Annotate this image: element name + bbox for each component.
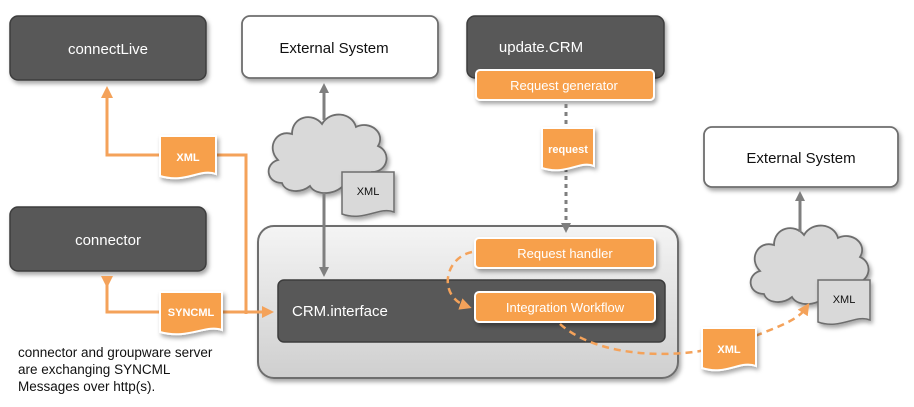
connector-label: connector bbox=[75, 232, 141, 249]
xml-document-cloud-top: XML bbox=[341, 171, 395, 217]
syncml-document: SYNCML bbox=[159, 291, 223, 336]
syncml-note: connector and groupware server are excha… bbox=[18, 345, 213, 394]
request-document: request bbox=[541, 127, 595, 172]
integration-workflow-box: Integration Workflow bbox=[474, 291, 656, 323]
external-system-right-label: External System bbox=[746, 150, 855, 167]
external-system-right-box: External System bbox=[703, 126, 899, 188]
request-generator-label: Request generator bbox=[510, 78, 618, 93]
update-crm-box: update.CRM bbox=[466, 15, 665, 79]
external-system-top-label: External System bbox=[279, 40, 388, 57]
handler-to-workflow-arrow bbox=[446, 250, 473, 310]
xml-to-connectlive-arrow bbox=[101, 86, 248, 314]
connectlive-box: connectLive bbox=[9, 15, 207, 81]
connector-box: connector bbox=[9, 206, 207, 272]
xml-document-cloud-right: XML bbox=[817, 279, 871, 325]
update-crm-label: update.CRM bbox=[499, 39, 583, 56]
crm-interface-label: CRM.interface bbox=[292, 303, 388, 320]
xml-document-left: XML bbox=[159, 135, 217, 180]
xml-document-left-label: XML bbox=[176, 152, 200, 164]
xml-document-bottom: XML bbox=[701, 327, 757, 372]
request-generator-box: Request generator bbox=[475, 69, 655, 101]
xml-document-cloud-right-label: XML bbox=[833, 294, 856, 306]
xml-document-cloud-top-label: XML bbox=[357, 186, 380, 198]
syncml-document-label: SYNCML bbox=[168, 307, 215, 319]
connectlive-label: connectLive bbox=[68, 41, 148, 58]
request-handler-box: Request handler bbox=[474, 237, 656, 269]
xml-document-bottom-label: XML bbox=[717, 344, 741, 356]
integration-workflow-label: Integration Workflow bbox=[506, 300, 625, 315]
external-system-top-box: External System bbox=[241, 15, 439, 79]
request-document-label: request bbox=[548, 144, 588, 156]
request-handler-label: Request handler bbox=[517, 246, 613, 261]
